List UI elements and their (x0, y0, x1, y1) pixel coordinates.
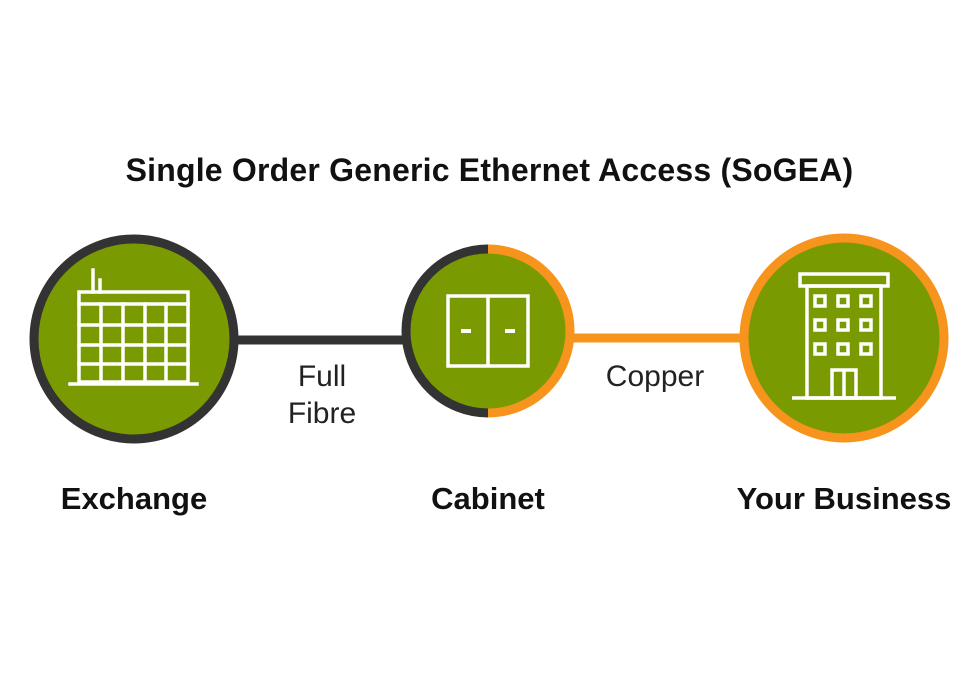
exchange-label: Exchange (60, 481, 208, 516)
exchange-circle (29, 234, 239, 444)
fibre-link-label-line1: Full (297, 360, 347, 393)
exchange-building-icon (68, 268, 199, 386)
business-label: Your Business (736, 481, 952, 516)
business-node (739, 233, 949, 443)
street-cabinet-icon (446, 294, 530, 368)
cabinet-ring-copper-half (487, 244, 575, 418)
fibre-link-label: Full Fibre (262, 358, 382, 432)
fibre-link-label-line2: Fibre (287, 397, 357, 430)
office-building-icon (792, 272, 896, 400)
cabinet-node (401, 244, 575, 418)
copper-link-label-line1: Copper (605, 360, 705, 393)
exchange-node (29, 234, 239, 444)
cabinet-label: Cabinet (431, 481, 545, 516)
copper-link-label: Copper (580, 358, 730, 395)
cabinet-ring-fibre-half (401, 244, 489, 418)
diagram-title: Single Order Generic Ethernet Access (So… (125, 152, 854, 188)
business-circle (739, 233, 949, 443)
